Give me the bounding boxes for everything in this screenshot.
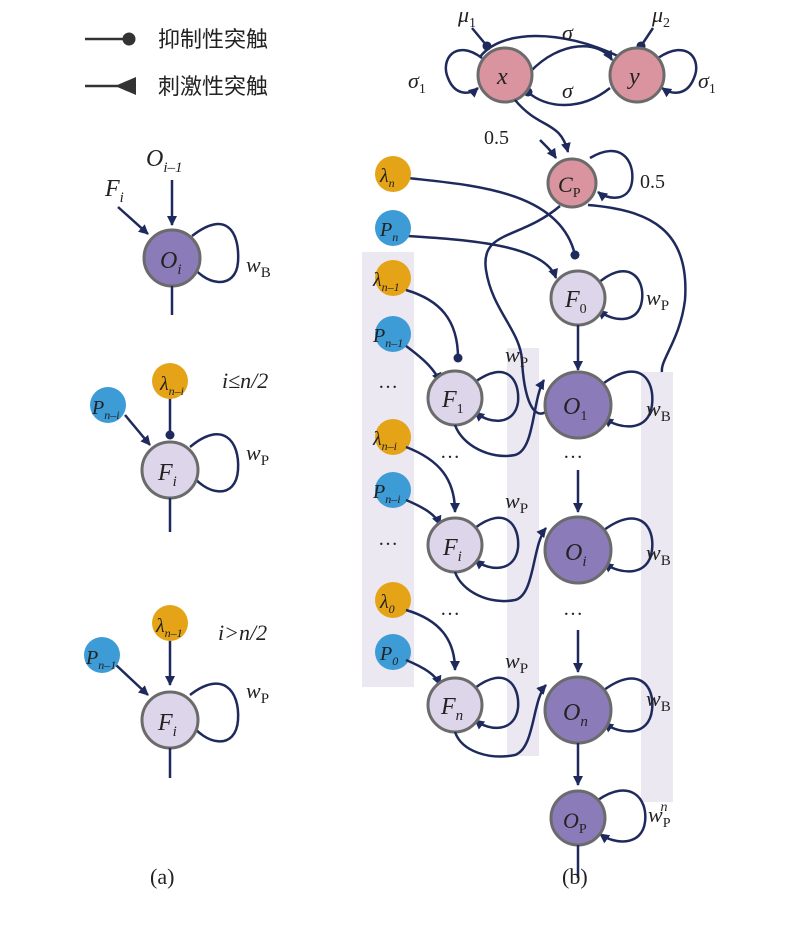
svg-text:wP: wP [246,440,269,469]
neuron-o1 [543,370,613,440]
neuron-lambda-n-minus-1-a [152,605,188,641]
svg-text:Fi: Fi [157,460,177,490]
svg-text:Fi: Fi [442,535,462,565]
excitatory-synapse-icon [115,77,136,95]
band-wb-column [641,372,673,802]
neuron-lambda-n-minus-i [152,363,188,399]
svg-text:σ1: σ1 [698,68,716,97]
svg-text:x: x [496,64,508,90]
panel-b-label: (b) [562,864,588,889]
panel-b: x y μ1 μ2 σ σ σ1 σ1 CP 0.5 0.5 λn Pn F0 … [362,2,716,889]
legend-inhibitory-label: 抑制性突触 [158,28,268,53]
neuron-lambda-n [375,156,411,192]
svg-text:Fi: Fi [104,176,124,206]
svg-text:μ1: μ1 [457,2,476,31]
neuron-p-n-minus-1-a [84,637,120,673]
svg-text:σ: σ [562,78,574,103]
dots-3: … [440,441,460,463]
weight-half-right: 0.5 [640,171,665,193]
neuron-x [476,46,534,104]
inhibitory-synapse-icon [122,32,136,46]
neuron-lambda-n-minus-i-b [375,419,411,455]
legend-inhibitory: 抑制性突触 [85,28,268,53]
neuron-lambda-0 [375,582,411,618]
condition-le: i≤n/2 [222,368,268,393]
neuron-y [608,46,666,104]
svg-text:wP: wP [646,285,669,314]
dots-2: … [378,528,398,550]
neuron-o-i-b [543,515,613,585]
svg-text:Oi: Oi [565,540,587,570]
neuron-lambda-n-minus-1-b [375,260,411,296]
svg-text:σ: σ [562,20,574,45]
neuron-cp [546,157,598,209]
neuron-p-0 [375,634,411,670]
legend: 抑制性突触 刺激性突触 [85,28,268,100]
neuron-p-n-minus-1-b [375,316,411,352]
neuron-p-n-minus-i-b [375,472,411,508]
svg-text:wP: wP [246,678,269,707]
dots-5: … [440,598,460,620]
motif-output-neuron: Oi Fi Oi–1 wB [104,146,271,315]
svg-text:Oi–1: Oi–1 [146,146,183,176]
svg-text:y: y [627,64,640,90]
svg-text:wB: wB [246,252,271,281]
condition-gt: i>n/2 [218,620,267,645]
weight-half-left: 0.5 [484,127,509,149]
legend-excitatory-label: 刺激性突触 [158,75,268,100]
neuron-p-n-minus-i [90,387,126,423]
legend-excitatory: 刺激性突触 [85,75,268,100]
svg-text:σ1: σ1 [408,68,426,97]
motif-filter-neuron-high: λn–1 Pn–1 Fi wP i>n/2 [84,605,269,778]
dots-4: … [563,441,583,463]
svg-text:μ2: μ2 [651,2,670,31]
dots-1: … [378,371,398,393]
svg-text:Fi: Fi [157,710,177,740]
svg-text:Oi: Oi [160,248,182,278]
panel-a: Oi Fi Oi–1 wB λn–i Pn–i Fi wP i≤n/2 [84,146,271,889]
svg-text:wPn: wPn [648,800,671,831]
panel-a-label: (a) [150,864,174,889]
neuron-p-n [375,210,411,246]
motif-filter-neuron-low: λn–i Pn–i Fi wP i≤n/2 [90,363,269,532]
dots-6: … [563,598,583,620]
svg-text:wP: wP [505,342,528,371]
